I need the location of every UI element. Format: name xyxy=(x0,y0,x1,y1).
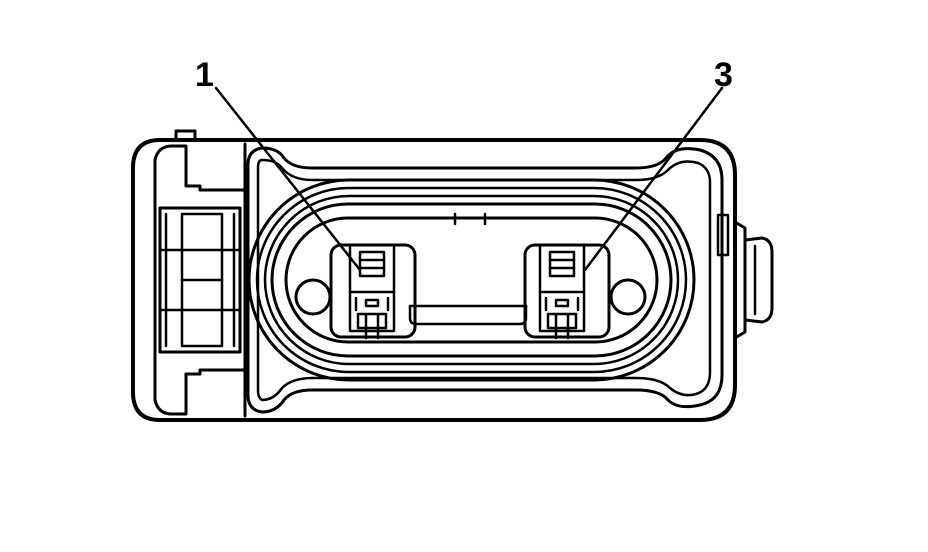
guide-hole-right xyxy=(609,278,647,316)
connector-housing xyxy=(131,129,737,422)
seal-ring-inner xyxy=(270,202,673,358)
terminal-1-window xyxy=(358,250,386,278)
terminal-1-latch xyxy=(348,290,396,312)
terminal-3-contact xyxy=(546,312,578,340)
seal-ring-3 xyxy=(263,194,680,366)
tab-plate xyxy=(733,220,747,340)
callout-1-leader xyxy=(214,86,362,272)
callout-3-leader xyxy=(583,86,724,272)
terminal-3-latch xyxy=(538,290,586,312)
flange-outline xyxy=(246,146,724,414)
seal-ring-outer xyxy=(247,178,696,382)
housing-outline xyxy=(131,138,737,422)
terminal-1 xyxy=(329,243,417,340)
terminal-3-window-lines xyxy=(548,258,576,270)
terminal-3-window xyxy=(548,250,576,278)
tab-knob xyxy=(743,236,774,324)
latch-ribs xyxy=(164,212,236,348)
callout-3-label: 3 xyxy=(714,56,733,94)
seal-ring-2 xyxy=(255,186,688,374)
center-bridge xyxy=(408,304,528,326)
latch-outer-bottom xyxy=(153,368,247,416)
top-tab xyxy=(174,129,197,142)
latch-lines xyxy=(158,248,242,312)
terminal-1-body xyxy=(348,243,396,333)
center-rib xyxy=(453,212,487,226)
locking-latch xyxy=(153,144,247,416)
guide-hole-left xyxy=(294,278,332,316)
callout-1-label: 1 xyxy=(195,56,214,94)
terminal-3 xyxy=(523,243,611,340)
tab-clip xyxy=(716,213,730,257)
terminal-1-contact xyxy=(356,312,388,340)
terminal-cavity xyxy=(284,212,659,344)
latch-outer xyxy=(153,144,247,192)
side-lock-tab xyxy=(716,213,774,340)
terminal-1-window-lines xyxy=(358,258,386,270)
latch-body xyxy=(158,206,242,354)
cavity-outline xyxy=(284,216,659,344)
terminal-3-body xyxy=(538,243,586,333)
seal-rings xyxy=(247,178,696,382)
